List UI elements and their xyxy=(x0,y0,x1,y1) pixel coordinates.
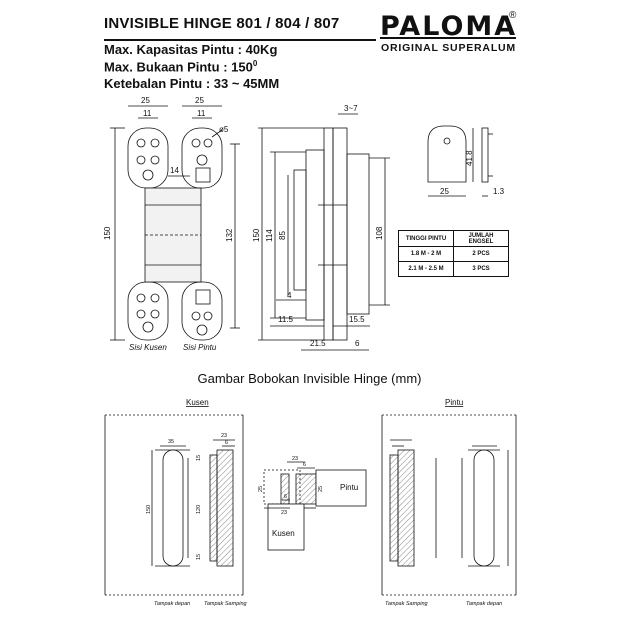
kusen-front-slot xyxy=(162,449,184,567)
dim-side-height: 150 xyxy=(252,228,261,242)
page-title: INVISIBLE HINGE 801 / 804 / 807 xyxy=(104,15,340,32)
hinge-front-kusen xyxy=(127,127,202,341)
label-center-pintu: Pintu xyxy=(340,483,358,492)
dim-center-25: 25 xyxy=(258,486,264,492)
label-sisi-kusen: Sisi Kusen xyxy=(129,343,167,352)
label-tampak-depan-pintu: Tampak depan xyxy=(466,601,502,607)
dim-side-15-5: 15.5 xyxy=(349,315,365,324)
table-cell: 3 PCS xyxy=(453,261,509,277)
label-tampak-samping-pintu: Tampak Samping xyxy=(385,601,429,607)
section-caption: Gambar Bobokan Invisible Hinge (mm) xyxy=(197,371,422,386)
brand-rule xyxy=(380,37,516,39)
dim-front-kusen-width: 25 xyxy=(141,96,150,105)
dim-front-inner-height: 132 xyxy=(225,228,234,242)
brand-tagline: ORIGINAL SUPERALUM xyxy=(381,42,516,54)
dim-side-114: 114 xyxy=(265,229,274,242)
pintu-front-slot xyxy=(473,449,495,567)
dim-plate-thickness: 1.3 xyxy=(493,187,505,196)
spec-opening-degree: 0 xyxy=(252,59,258,68)
dim-front-height: 150 xyxy=(103,226,112,240)
dim-kusen-15-top: 15 xyxy=(196,455,202,461)
dim-center-6-top: 6 xyxy=(303,462,306,468)
spec-opening-text: Max. Bukaan Pintu : 150 xyxy=(104,59,253,75)
hinge-plate-view xyxy=(427,125,493,183)
hinge-quantity-table: TINGGI PINTU JUMLAH ENGSEL 1.8 M - 2 M 2… xyxy=(398,230,509,277)
hinge-side-view xyxy=(293,127,370,341)
title-underline xyxy=(104,39,376,41)
dim-plate-width: 25 xyxy=(440,187,449,196)
dim-front-pintu-width: 25 xyxy=(195,96,204,105)
dim-side-4: 4 xyxy=(287,291,292,300)
kusen-side-slot xyxy=(216,449,234,567)
dim-kusen-side-6: 6 xyxy=(225,440,228,446)
hinge-front-pintu xyxy=(181,127,223,341)
pintu-side-slot xyxy=(397,449,415,567)
dim-kusen-120: 120 xyxy=(196,505,202,514)
dim-side-21-5: 21.5 xyxy=(310,339,326,348)
table-row: 1.8 M - 2 M 2 PCS xyxy=(398,246,509,262)
spec-thickness: Ketebalan Pintu : 33 ~ 45MM xyxy=(104,76,280,91)
dim-plate-height: 41.8 xyxy=(465,150,474,166)
dim-kusen-front-width: 35 xyxy=(168,439,174,445)
dim-side-108: 108 xyxy=(375,226,384,240)
dim-front-pintu-hole: 11 xyxy=(197,109,206,118)
dim-center-23-bottom: 23 xyxy=(281,510,287,516)
label-center-kusen: Kusen xyxy=(272,529,295,538)
spec-opening: Max. Bukaan Pintu : 1500 xyxy=(104,59,257,74)
dim-center-25-right: 25 xyxy=(318,486,324,492)
dim-side-11-5: 11.5 xyxy=(278,315,294,324)
label-pintu-section: Pintu xyxy=(445,398,463,407)
spec-capacity: Max. Kapasitas Pintu : 40Kg xyxy=(104,42,278,57)
dim-front-screw: ø5 xyxy=(219,125,229,134)
brand-logo: PALOMA xyxy=(380,11,518,42)
dim-side-6: 6 xyxy=(355,339,360,348)
label-tampak-depan-kusen: Tampak depan xyxy=(154,601,190,607)
label-sisi-pintu: Sisi Pintu xyxy=(183,343,217,352)
dim-center-6-bottom: 6 xyxy=(284,494,287,500)
label-tampak-samping-kusen: Tampak Samping xyxy=(204,601,248,607)
label-kusen-section: Kusen xyxy=(186,398,209,407)
table-row: 2.1 M - 2.5 M 3 PCS xyxy=(398,261,509,277)
dim-kusen-side-23: 23 xyxy=(221,433,227,439)
dim-front-offset: 14 xyxy=(170,166,179,175)
dim-kusen-15-bottom: 15 xyxy=(196,554,202,560)
dim-front-kusen-hole: 11 xyxy=(143,109,152,118)
dim-side-85: 85 xyxy=(278,231,287,240)
dim-center-23-top: 23 xyxy=(292,456,298,462)
dim-side-gap: 3~7 xyxy=(344,104,358,113)
brand-registered-mark: ® xyxy=(509,10,517,21)
dim-kusen-150: 150 xyxy=(146,505,152,514)
